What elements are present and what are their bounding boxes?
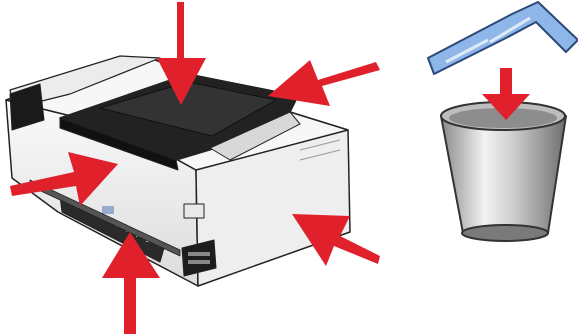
trash-can-icon	[441, 102, 566, 241]
tape-strip-icon	[428, 2, 578, 74]
